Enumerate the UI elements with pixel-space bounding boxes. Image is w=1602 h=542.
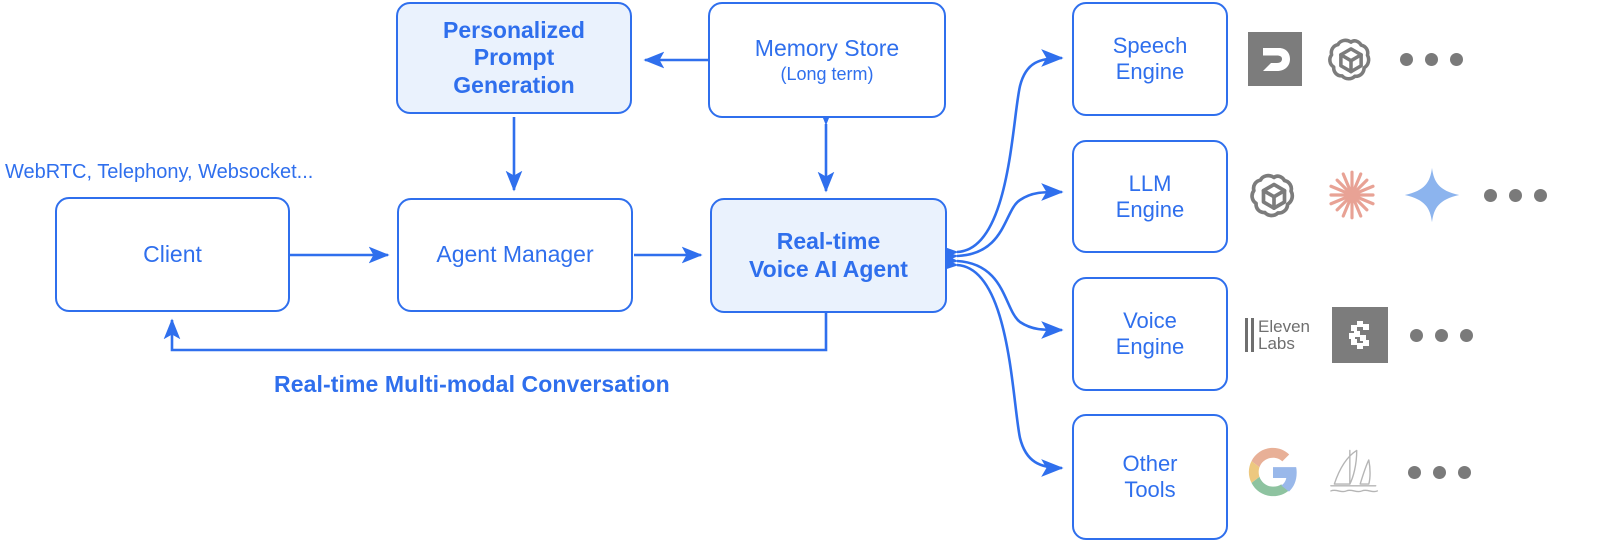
node-voice-engine[interactable]: Voice Engine bbox=[1072, 277, 1228, 391]
agent-manager-label: Agent Manager bbox=[436, 241, 594, 268]
elevenlabs-icon: Eleven Labs bbox=[1245, 318, 1310, 353]
voice-agent-line-2: Voice AI Agent bbox=[749, 255, 908, 282]
google-icon bbox=[1248, 447, 1297, 497]
edge-voiceagent-llmengine bbox=[935, 183, 1064, 266]
openai-icon bbox=[1328, 38, 1371, 81]
elevenlabs-line-1: Eleven bbox=[1258, 316, 1310, 336]
prompt-line-1: Personalized bbox=[443, 17, 585, 44]
voice-agent-line-1: Real-time bbox=[776, 228, 881, 255]
node-memory-store[interactable]: Memory Store (Long term) bbox=[708, 2, 946, 118]
edge-voiceagent-othertools bbox=[935, 254, 1064, 477]
vendor-row-other-tools bbox=[1244, 440, 1471, 504]
node-other-tools[interactable]: Other Tools bbox=[1072, 414, 1228, 540]
edge-voiceagent-voiceengine bbox=[935, 250, 1064, 339]
voice-engine-line-1: Voice bbox=[1123, 308, 1177, 334]
more-vendors-speech bbox=[1400, 52, 1463, 66]
speech-engine-line-2: Engine bbox=[1115, 59, 1185, 84]
anthropic-icon bbox=[1329, 170, 1375, 220]
midjourney-icon bbox=[1330, 449, 1379, 493]
cartesia-icon bbox=[1331, 307, 1388, 363]
llm-engine-line-2: Engine bbox=[1115, 196, 1185, 222]
openai-icon bbox=[1250, 173, 1295, 218]
elevenlabs-line-2: Labs bbox=[1258, 334, 1295, 353]
conversation-caption: Real-time Multi-modal Conversation bbox=[274, 371, 670, 397]
voice-engine-line-2: Engine bbox=[1115, 334, 1185, 359]
more-vendors-llm bbox=[1484, 188, 1547, 202]
vendor-row-llm-engine bbox=[1246, 163, 1547, 227]
client-label: Client bbox=[143, 240, 202, 267]
vendor-row-speech-engine bbox=[1248, 27, 1463, 91]
vendor-row-voice-engine: Eleven Labs bbox=[1245, 303, 1473, 367]
more-vendors-other bbox=[1408, 465, 1471, 479]
edge-voiceagent-to-client bbox=[163, 313, 828, 352]
node-llm-engine[interactable]: LLM Engine bbox=[1072, 140, 1228, 253]
llm-engine-line-1: LLM bbox=[1128, 170, 1172, 196]
gemini-icon bbox=[1404, 167, 1460, 223]
node-personalized-prompt-generation[interactable]: Personalized Prompt Generation bbox=[396, 2, 632, 114]
node-realtime-voice-ai-agent[interactable]: Real-time Voice AI Agent bbox=[710, 198, 947, 313]
other-tools-line-2: Tools bbox=[1124, 477, 1176, 502]
deepgram-icon bbox=[1248, 32, 1302, 86]
prompt-line-2: Prompt bbox=[473, 44, 555, 71]
node-agent-manager[interactable]: Agent Manager bbox=[397, 198, 633, 312]
more-vendors-voice bbox=[1409, 328, 1473, 342]
node-speech-engine[interactable]: Speech Engine bbox=[1072, 2, 1228, 116]
protocols-label: WebRTC, Telephony, Websocket... bbox=[5, 161, 314, 183]
node-client[interactable]: Client bbox=[55, 197, 290, 312]
speech-engine-line-1: Speech bbox=[1112, 33, 1188, 59]
other-tools-line-1: Other bbox=[1122, 451, 1178, 477]
memory-store-subtitle: (Long term) bbox=[780, 63, 874, 84]
memory-store-title: Memory Store bbox=[754, 34, 900, 61]
edge-voiceagent-speechengine bbox=[935, 49, 1064, 262]
prompt-line-3: Generation bbox=[453, 71, 575, 98]
